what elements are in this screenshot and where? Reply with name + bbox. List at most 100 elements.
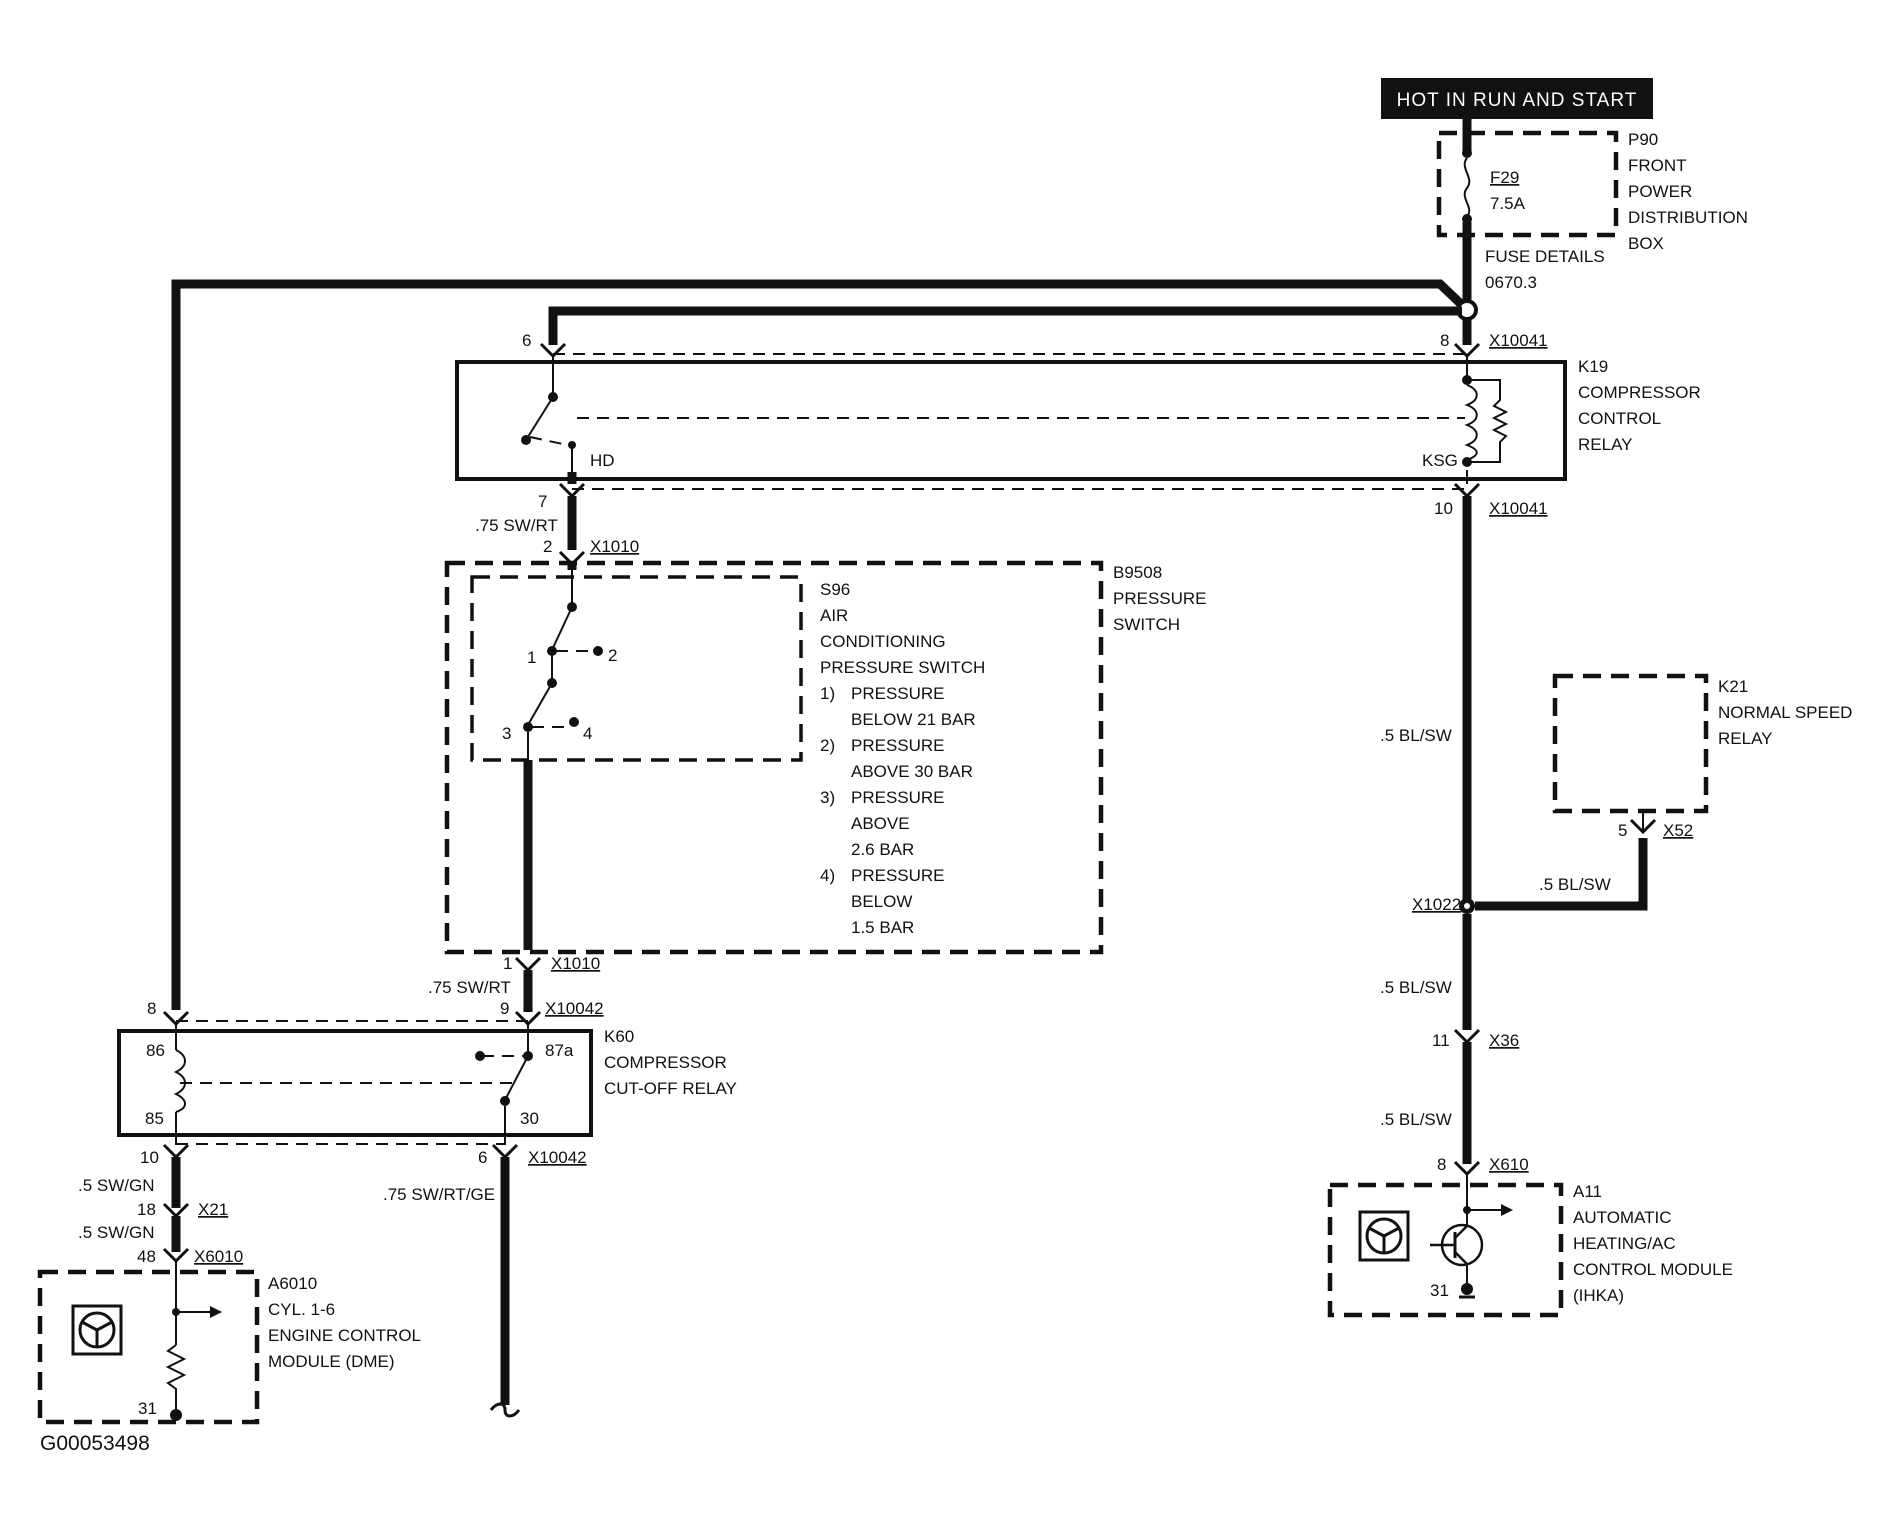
k19-pin-ksg: KSG	[1422, 451, 1458, 470]
k60-conn-bottom: X10042	[528, 1148, 587, 1167]
s96-outline	[470, 575, 803, 762]
b9508-name-2: SWITCH	[1113, 615, 1180, 634]
a11-name-3: CONTROL MODULE	[1573, 1260, 1733, 1279]
right-conn-x610: X610	[1489, 1155, 1529, 1174]
a11-id: A11	[1573, 1182, 1602, 1201]
right-splice: X1022	[1412, 895, 1461, 914]
a6010-name-3: MODULE (DME)	[268, 1352, 395, 1371]
splice-x1022-center	[1464, 903, 1470, 909]
s96-note-4-line-1: PRESSURE	[851, 866, 945, 885]
s96-contact-1	[547, 646, 557, 656]
s96-note-1-num: 1)	[820, 684, 835, 703]
k60-conn-top: X10042	[545, 999, 604, 1018]
k60-relay-box	[117, 1029, 593, 1137]
k60-pin86: 86	[146, 1041, 165, 1060]
k60-id: K60	[604, 1027, 634, 1046]
fuse-rating: 7.5A	[1490, 194, 1526, 213]
fuse-element	[1463, 157, 1471, 217]
k19-name-2: CONTROL	[1578, 409, 1661, 428]
s96-pin-1: 1	[527, 648, 536, 667]
fuse-terminal-top	[1462, 148, 1472, 158]
s96-contact-2	[593, 646, 603, 656]
wire-main-to-k19-pin6	[548, 306, 1462, 345]
a6010-name-1: CYL. 1-6	[268, 1300, 335, 1319]
fuse-box-name-3: DISTRIBUTION	[1628, 208, 1748, 227]
a11-outline	[1327, 1182, 1564, 1318]
k19-pin6-label: 6	[522, 331, 531, 350]
fuse-id: F29	[1490, 168, 1519, 187]
k60-pin85: 85	[145, 1109, 164, 1128]
k19-coil	[1464, 384, 1478, 461]
x36-connector	[1453, 1028, 1481, 1045]
k19-name-1: COMPRESSOR	[1578, 383, 1701, 402]
s96-blade-2	[527, 682, 553, 726]
k60-pin10-label: 10	[140, 1148, 159, 1167]
a6010-id: A6010	[268, 1274, 317, 1293]
right-wire-3: .5 BL/SW	[1380, 1110, 1452, 1129]
b9508-name-1: PRESSURE	[1113, 589, 1207, 608]
wire-hd-label: .75 SW/RT	[475, 516, 558, 535]
k60-switch-open-contact	[475, 1051, 485, 1061]
a11-ground-node	[1461, 1283, 1473, 1295]
k60-name-1: COMPRESSOR	[604, 1053, 727, 1072]
a6010-outline	[37, 1269, 260, 1425]
k19-pin10-label: 10	[1434, 499, 1453, 518]
k21-id: K21	[1718, 677, 1748, 696]
arrow-right-icon	[210, 1306, 222, 1318]
right-conn-x36: X36	[1489, 1031, 1519, 1050]
x1010-bottom-connector	[514, 956, 542, 973]
s96-pin-2: 2	[608, 646, 617, 665]
fuse-box-id: P90	[1628, 130, 1658, 149]
s96-note-2-line-2: ABOVE 30 BAR	[851, 762, 973, 781]
a11-pin31: 31	[1430, 1281, 1449, 1300]
k60-wire-out: .75 SW/RT/GE	[383, 1185, 495, 1204]
s96-note-2-num: 2)	[820, 736, 835, 755]
k60-coil	[173, 1049, 186, 1113]
x1010-top-pin: 2	[543, 537, 552, 556]
b9508-id: B9508	[1113, 563, 1162, 582]
a6010-icon-frame	[71, 1304, 123, 1356]
k60-pin9-connector	[514, 1010, 542, 1027]
k60-pin10-connector	[162, 1143, 190, 1160]
gauge-icon-needles	[81, 1320, 113, 1347]
k19-name-3: RELAY	[1578, 435, 1633, 454]
k19-switch-contact	[521, 435, 531, 445]
wire-main-to-k60-86	[171, 279, 1465, 1010]
fuse-box-name-4: BOX	[1628, 234, 1664, 253]
dme-conn-x21: X21	[198, 1200, 228, 1219]
k19-pin8-label: 8	[1440, 331, 1449, 350]
k60-switch-pivot	[500, 1096, 510, 1106]
s96-note-3-num: 3)	[820, 788, 835, 807]
k19-switch-fixed	[568, 441, 576, 449]
s96-note-3-line-2: ABOVE	[851, 814, 910, 833]
s96-blade-1	[551, 606, 573, 651]
k60-switch-blade	[504, 1055, 529, 1101]
k19-switch-mech	[529, 436, 573, 447]
k19-switch-blade	[525, 396, 554, 441]
s96-id: S96	[820, 580, 850, 599]
k19-pin7-label: 7	[538, 492, 547, 511]
hot-label: HOT IN RUN AND START	[1397, 90, 1638, 111]
fuse-box-outline	[1436, 130, 1619, 238]
switch-out-wire: .75 SW/RT	[428, 978, 511, 997]
right-pin11: 11	[1432, 1031, 1450, 1050]
k19-conn-top: X10041	[1489, 331, 1548, 350]
figure-code: G00053498	[40, 1432, 150, 1455]
k19-pin-hd: HD	[590, 451, 615, 470]
k21-pin5: 5	[1618, 821, 1627, 840]
k19-id: K19	[1578, 357, 1608, 376]
s96-note-3-line-3: 2.6 BAR	[851, 840, 914, 859]
s96-note-4-line-2: BELOW	[851, 892, 912, 911]
dme-pin18: 18	[137, 1200, 156, 1219]
x1010-bottom-pin: 1	[503, 954, 512, 973]
transistor-emitter	[1454, 1251, 1468, 1265]
a6010-name-2: ENGINE CONTROL	[268, 1326, 421, 1345]
dme-conn-x6010: X6010	[194, 1247, 243, 1266]
a11-name-2: HEATING/AC	[1573, 1234, 1676, 1253]
k60-pin6-label: 6	[478, 1148, 487, 1167]
s96-contact-4	[569, 717, 579, 727]
right-wire-1: .5 BL/SW	[1380, 726, 1452, 745]
dme-pin48: 48	[137, 1247, 156, 1266]
k60-pin8-connector	[162, 1010, 190, 1027]
arrow-right-icon-ihka	[1501, 1204, 1513, 1216]
